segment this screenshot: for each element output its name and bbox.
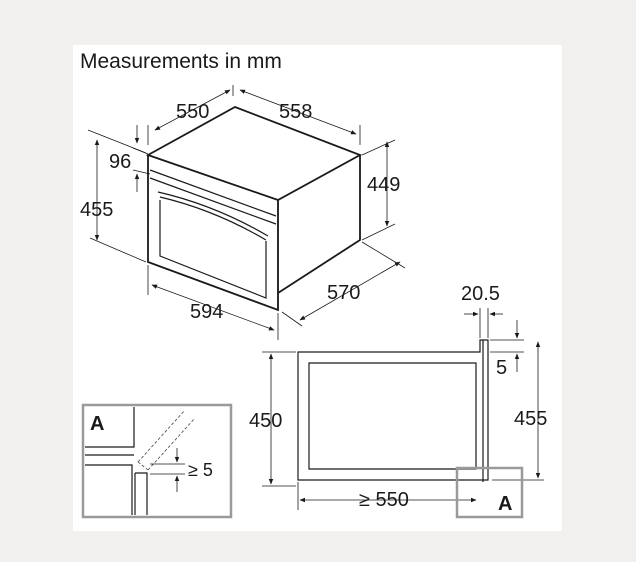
dim-back-height-label: 449	[367, 174, 400, 196]
detail-marker: A	[455, 466, 524, 519]
dim-niche-depth: ≥ 550	[297, 482, 477, 511]
dim-back-height: 449	[361, 139, 400, 241]
dim-front-width: 594	[147, 265, 279, 340]
dim-side-height: 455	[80, 129, 147, 263]
diagram-title: Measurements in mm	[80, 50, 282, 73]
dim-front-offset-label: 96	[109, 151, 131, 173]
detail-a-box: A ≥ 5	[81, 403, 233, 519]
dim-niche-height-label: 450	[249, 410, 282, 432]
dim-side-depth: 570	[281, 241, 406, 327]
dim-side-height-label: 455	[80, 199, 113, 221]
dim-niche-lip-label: 20.5	[461, 283, 500, 305]
dim-top-width: 558	[239, 89, 361, 145]
oven-drawing	[145, 106, 363, 312]
detail-label: A	[90, 413, 104, 435]
dim-top-depth: 550	[147, 85, 234, 145]
detail-gap-label: ≥ 5	[188, 460, 213, 480]
dim-niche-lip: 20.5	[461, 283, 503, 338]
dim-niche-height: 450	[249, 351, 296, 487]
dim-niche-total-height-label: 455	[514, 408, 547, 430]
dim-side-depth-label: 570	[327, 282, 360, 304]
niche-section	[297, 339, 489, 482]
dim-niche-gap-label: 5	[496, 357, 507, 379]
dim-top-width-label: 558	[279, 101, 312, 123]
dim-niche-gap: 5	[490, 320, 524, 379]
dim-niche-depth-label: ≥ 550	[359, 489, 409, 511]
dim-front-width-label: 594	[190, 301, 223, 323]
dim-top-depth-label: 550	[176, 101, 209, 123]
dim-niche-total-height: 455	[492, 341, 547, 481]
dim-front-offset: 96	[109, 125, 151, 192]
niche-label: A	[498, 493, 512, 515]
